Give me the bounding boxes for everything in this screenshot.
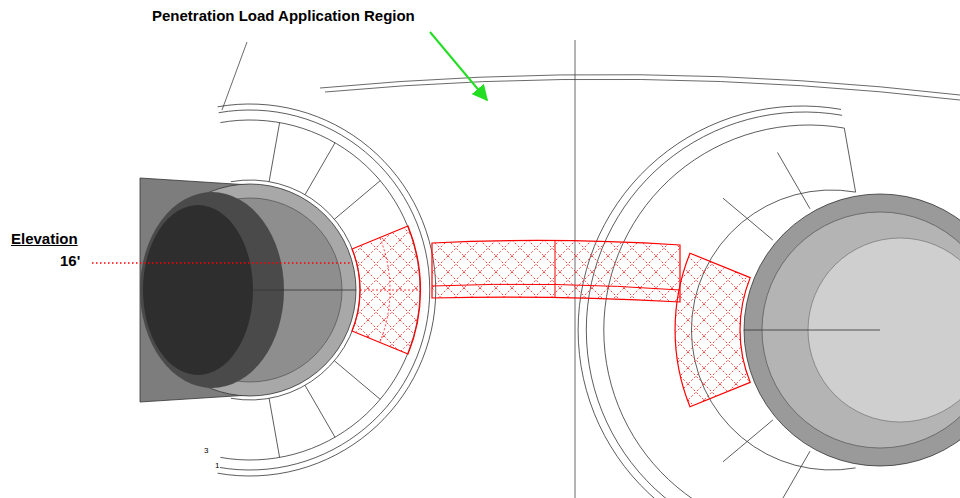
leader-arrow: [430, 32, 487, 100]
callout-title: Penetration Load Application Region: [152, 7, 415, 24]
axis-number: 1: [214, 461, 220, 470]
axis-number: 3: [203, 446, 209, 455]
elevation-label: Elevation: [11, 230, 78, 247]
elevation-value: 16': [60, 252, 80, 269]
load-region: [352, 226, 750, 407]
elevation-line: [92, 262, 350, 264]
left-collar: [218, 104, 436, 476]
left-pipe: [140, 178, 356, 402]
right-pipe: [744, 194, 960, 466]
